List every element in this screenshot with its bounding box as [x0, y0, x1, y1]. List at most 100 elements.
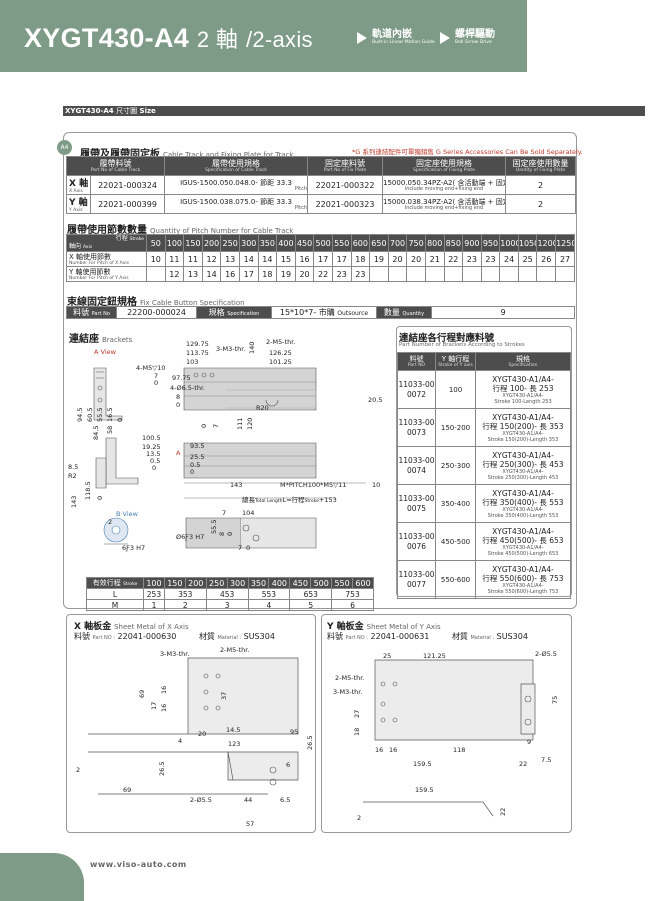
x-pitch-cell: 15: [276, 251, 296, 267]
y-pitch-cell: [517, 266, 538, 282]
stroke-header: 600: [352, 577, 374, 589]
total-length: 總長Total LengthL=行程Stroke+153: [242, 495, 337, 504]
dim: 0: [96, 496, 104, 500]
M-cell: 2: [163, 599, 207, 611]
stroke-cell: 250-300: [435, 446, 476, 485]
dim: 4-M5▽10: [136, 364, 166, 372]
bracket-parts-title-en: Part Number of Brackets According to Str…: [399, 342, 525, 348]
stroke-header: 950: [480, 234, 501, 252]
stroke-header: 250: [205, 577, 228, 589]
x-pitch-cell: 27: [555, 251, 575, 267]
x-pitch-cell: 12: [201, 251, 222, 267]
x-pitch-cell: 26: [536, 251, 557, 267]
dim: 25.5: [190, 453, 204, 461]
y-pitch-cell: [406, 266, 426, 282]
dim: 16: [160, 704, 168, 712]
x-plate-drawing: 3-M3-thr. 2-M5-thr. 69 17 16 16 37 20 14…: [76, 646, 314, 828]
L-cell: 753: [331, 588, 374, 600]
dim: 10: [372, 481, 380, 489]
dim: 57: [246, 820, 254, 828]
L-cell: 353: [163, 588, 207, 600]
x-pitch-cell: 11: [183, 251, 203, 267]
row-label-L: L: [86, 588, 144, 600]
track-title-zh: 履帶及履帶固定板: [80, 149, 160, 160]
dim: 22: [499, 808, 507, 816]
dim: 0: [176, 401, 180, 409]
x-pitch-cell: 10: [146, 251, 166, 267]
track-title-en: Cable Track and Fixing Plate for Track: [163, 151, 294, 159]
y-pitch-cell: [480, 266, 501, 282]
y-pitch-cell: 23: [331, 266, 352, 282]
brackets-title-zh: 連結座: [69, 334, 99, 345]
x-pitch-cell: 11: [164, 251, 185, 267]
dim: 2-M5-thr.: [335, 674, 364, 682]
bracket-parts-title: 連結座各行程對應料號: [399, 333, 495, 344]
L-cell: 253: [143, 588, 165, 600]
stroke-header: 600: [350, 234, 371, 252]
button-title-en: Fix Cable Button Specification: [140, 299, 245, 307]
stroke-header: 150: [183, 234, 203, 252]
dim: 55.5: [210, 520, 218, 534]
dim: 0: [200, 424, 208, 428]
button-part: 22200-000024: [116, 306, 197, 319]
dim: 0: [246, 544, 250, 552]
dim: R2: [68, 472, 77, 480]
dim: 16: [389, 746, 397, 754]
dim: 2: [357, 814, 361, 822]
model-name: XYGT430-A4: [24, 23, 190, 53]
dim: 143: [230, 481, 242, 489]
dim: 101.25: [269, 358, 292, 366]
y-pitch-cell: [499, 266, 519, 282]
button-spec: 15*10*7- 市購 Outsource: [271, 306, 377, 319]
stroke-header: 550: [331, 577, 354, 589]
M-cell: 3: [205, 599, 249, 611]
x-pitch-cell: 20: [406, 251, 426, 267]
stroke-header: 750: [406, 234, 426, 252]
button-title-zh: 束線固定鈕規格: [67, 297, 137, 308]
x-pitch-cell: 14: [257, 251, 278, 267]
x-pitch-cell: 17: [331, 251, 352, 267]
brackets-drawing: A View 4-M5▽10 7 0 4-Ø6.5-thr. 129.75 11…: [68, 338, 382, 552]
dim: 2-Ø5.5: [190, 796, 212, 804]
y-plate-drawing: 25 121.25 2-Ø5.5 2-M5-thr. 3-M3-thr. 75 …: [333, 650, 559, 822]
accessory-note: *G 系列連結配件可單獨銷售 G Series Accessories Can …: [352, 148, 583, 156]
dim: 22: [519, 760, 527, 768]
stroke-header: 100: [164, 234, 185, 252]
dim: 143: [70, 496, 78, 508]
dim: 93.5: [190, 442, 204, 450]
dim: 2: [108, 518, 112, 526]
th-qty-label: 數量 Quantity: [376, 306, 432, 319]
dim: 18: [353, 728, 361, 736]
part-cell: 11033-000072: [397, 370, 436, 409]
dim: 20: [198, 730, 206, 738]
dim: 95: [290, 728, 298, 736]
y-pitch-cell: 12: [164, 266, 185, 282]
x-plate-info: 料號 Part NO : 22041-000630 材質 Material : …: [74, 632, 275, 641]
footer-url[interactable]: www.viso-auto.com: [90, 860, 187, 869]
dim: 25: [383, 652, 391, 660]
y-pitch-cell: 13: [183, 266, 203, 282]
y-pitch-cell: 20: [294, 266, 315, 282]
y-pitch-cell: 22: [313, 266, 333, 282]
x-pitch-cell: 25: [517, 251, 538, 267]
dim: 17: [150, 702, 158, 710]
dim: 4-Ø6.5-thr.: [170, 384, 205, 392]
dim: 3-M3-thr.: [333, 688, 362, 696]
x-pitch-cell: 14: [238, 251, 259, 267]
stroke-header: 200: [184, 577, 207, 589]
stroke-header: 550: [331, 234, 352, 252]
dim: 6.5: [280, 796, 290, 804]
